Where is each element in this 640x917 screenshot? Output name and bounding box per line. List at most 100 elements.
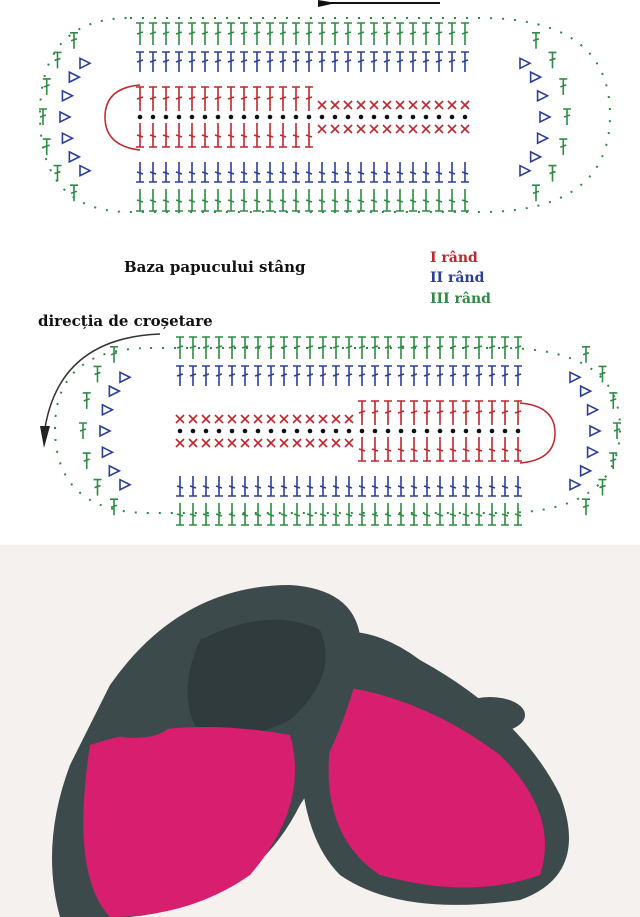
stitch-symbol — [371, 476, 379, 497]
chain-stitch-symbol — [281, 428, 287, 434]
stitch-symbol — [435, 162, 443, 183]
single-crochet-symbol — [343, 124, 353, 134]
stitch-symbol — [358, 336, 366, 359]
stitch-symbol — [448, 162, 456, 183]
single-crochet-symbol — [344, 438, 354, 448]
stitch-symbol — [514, 365, 522, 386]
chain-stitch-symbol — [294, 428, 300, 434]
stitch-symbol — [358, 503, 366, 526]
stitch-symbol — [397, 336, 405, 359]
chain-stitch-symbol — [358, 114, 364, 120]
stitch-symbol — [215, 365, 223, 386]
stitch-symbol — [306, 336, 314, 359]
stitch-symbol — [162, 162, 170, 183]
chain-stitch-symbol — [371, 114, 377, 120]
stitch-symbol — [436, 476, 444, 497]
stitch-symbol — [214, 22, 222, 45]
stitch-symbol — [357, 51, 365, 72]
round-3-rows — [39, 22, 571, 212]
stitch-symbol — [227, 22, 235, 45]
stitch-symbol — [189, 365, 197, 386]
stitch-symbol — [293, 365, 301, 386]
increase-symbol — [79, 164, 92, 177]
stitch-symbol — [253, 51, 261, 72]
stitch-symbol — [422, 22, 430, 45]
stitch-symbol — [396, 162, 404, 183]
stitch-symbol — [609, 452, 618, 470]
stitch-symbol — [422, 162, 430, 183]
stitch-symbol — [384, 476, 392, 497]
stitch-symbol — [461, 22, 469, 45]
single-crochet-symbol — [369, 124, 379, 134]
chain-stitch-symbol — [190, 428, 196, 434]
stitch-symbol — [370, 51, 378, 72]
stitch-symbol — [202, 476, 210, 497]
stitch-symbol — [410, 476, 418, 497]
increase-symbol — [68, 70, 82, 84]
chain-stitch-symbol — [307, 428, 313, 434]
stitch-symbol — [214, 123, 222, 148]
stitch-symbol — [319, 503, 327, 526]
stitch-symbol — [397, 476, 405, 497]
increase-symbol — [59, 110, 72, 124]
increase-symbol — [529, 150, 543, 164]
stitch-symbol — [175, 123, 183, 148]
increase-symbol — [101, 445, 115, 459]
stitch-symbol — [305, 22, 313, 45]
increase-symbol — [519, 164, 532, 177]
chain-stitch-symbol — [410, 114, 416, 120]
stitch-symbol — [345, 476, 353, 497]
crochet-diagram-top — [38, 0, 612, 213]
foundation-chain — [137, 114, 468, 120]
chain-stitch-symbol — [424, 428, 430, 434]
stitch-symbol — [176, 476, 184, 497]
increase-symbol — [79, 57, 92, 70]
stitch-symbol — [266, 86, 274, 111]
stitch-symbol — [345, 503, 353, 526]
stitch-symbol — [462, 336, 470, 359]
stitch-symbol — [188, 86, 196, 111]
single-crochet-symbol — [434, 100, 444, 110]
stitch-symbol — [175, 51, 183, 72]
increase-symbol — [68, 150, 82, 164]
chain-stitch-symbol — [345, 114, 351, 120]
increase-symbol — [586, 445, 600, 459]
chain-stitch-symbol — [202, 114, 208, 120]
stitch-symbol — [501, 503, 509, 526]
stitch-symbol — [267, 476, 275, 497]
stitch-symbol — [279, 189, 287, 212]
stitch-symbol — [176, 503, 184, 526]
increase-symbol — [569, 478, 582, 491]
single-crochet-symbol — [382, 100, 392, 110]
stitch-symbol — [318, 162, 326, 183]
chain-stitch-symbol — [489, 428, 495, 434]
single-crochet-symbol — [330, 100, 340, 110]
stitch-symbol — [383, 162, 391, 183]
single-crochet-symbol — [292, 414, 302, 424]
stitch-symbol — [280, 503, 288, 526]
stitch-symbol — [409, 22, 417, 45]
chain-stitch-symbol — [437, 428, 443, 434]
single-crochet-symbol — [331, 414, 341, 424]
stitch-symbol — [292, 22, 300, 45]
single-crochet-symbol — [188, 438, 198, 448]
stitch-symbol — [266, 123, 274, 148]
stitch-symbol — [280, 476, 288, 497]
stitch-symbol — [149, 189, 157, 212]
stitch-symbol — [201, 162, 209, 183]
single-crochet-symbol — [447, 100, 457, 110]
stitch-symbol — [331, 162, 339, 183]
stitch-symbol — [136, 123, 144, 148]
single-crochet-symbol — [175, 438, 185, 448]
chain-stitch-symbol — [476, 428, 482, 434]
stitch-symbol — [280, 336, 288, 359]
chain-stitch-symbol — [229, 428, 235, 434]
stitch-symbol — [384, 336, 392, 359]
stitch-symbol — [449, 476, 457, 497]
stitch-symbol — [559, 78, 568, 95]
right-slipper — [300, 631, 569, 905]
stitch-symbol — [475, 400, 483, 425]
stitch-symbol — [532, 31, 540, 49]
stitch-symbol — [422, 189, 430, 212]
single-crochet-symbol — [279, 414, 289, 424]
